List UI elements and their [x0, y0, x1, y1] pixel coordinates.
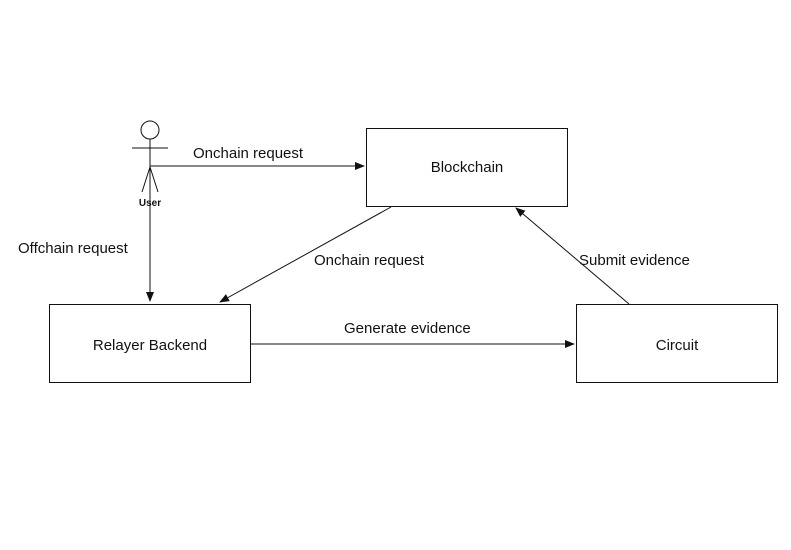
actor-left-leg	[141, 166, 151, 193]
node-circuit: Circuit	[576, 304, 778, 383]
node-relayer-backend: Relayer Backend	[49, 304, 251, 383]
node-blockchain: Blockchain	[366, 128, 568, 207]
edge-user-to-relayer-label: Offchain request	[18, 240, 129, 257]
node-circuit-label: Circuit	[656, 337, 699, 354]
edge-blockchain-to-relayer-label: Onchain request	[314, 252, 425, 269]
edge-circuit-to-blockchain-label: Submit evidence	[579, 252, 690, 269]
actor-head	[140, 120, 160, 140]
edge-user-to-blockchain-label: Onchain request	[193, 145, 304, 162]
edge-circuit-to-blockchain: Submit evidence	[515, 207, 690, 305]
node-relayer-backend-label: Relayer Backend	[93, 337, 207, 354]
node-blockchain-label: Blockchain	[431, 159, 504, 176]
edge-blockchain-to-relayer: Onchain request	[219, 206, 425, 303]
edge-relayer-to-circuit: Generate evidence	[251, 320, 575, 348]
actor-right-leg	[149, 166, 159, 193]
edge-user-to-blockchain: Onchain request	[150, 145, 365, 170]
stick-figure-icon	[132, 120, 168, 193]
edge-relayer-to-circuit-label: Generate evidence	[344, 320, 471, 337]
edge-user-to-relayer: Offchain request	[18, 167, 154, 302]
